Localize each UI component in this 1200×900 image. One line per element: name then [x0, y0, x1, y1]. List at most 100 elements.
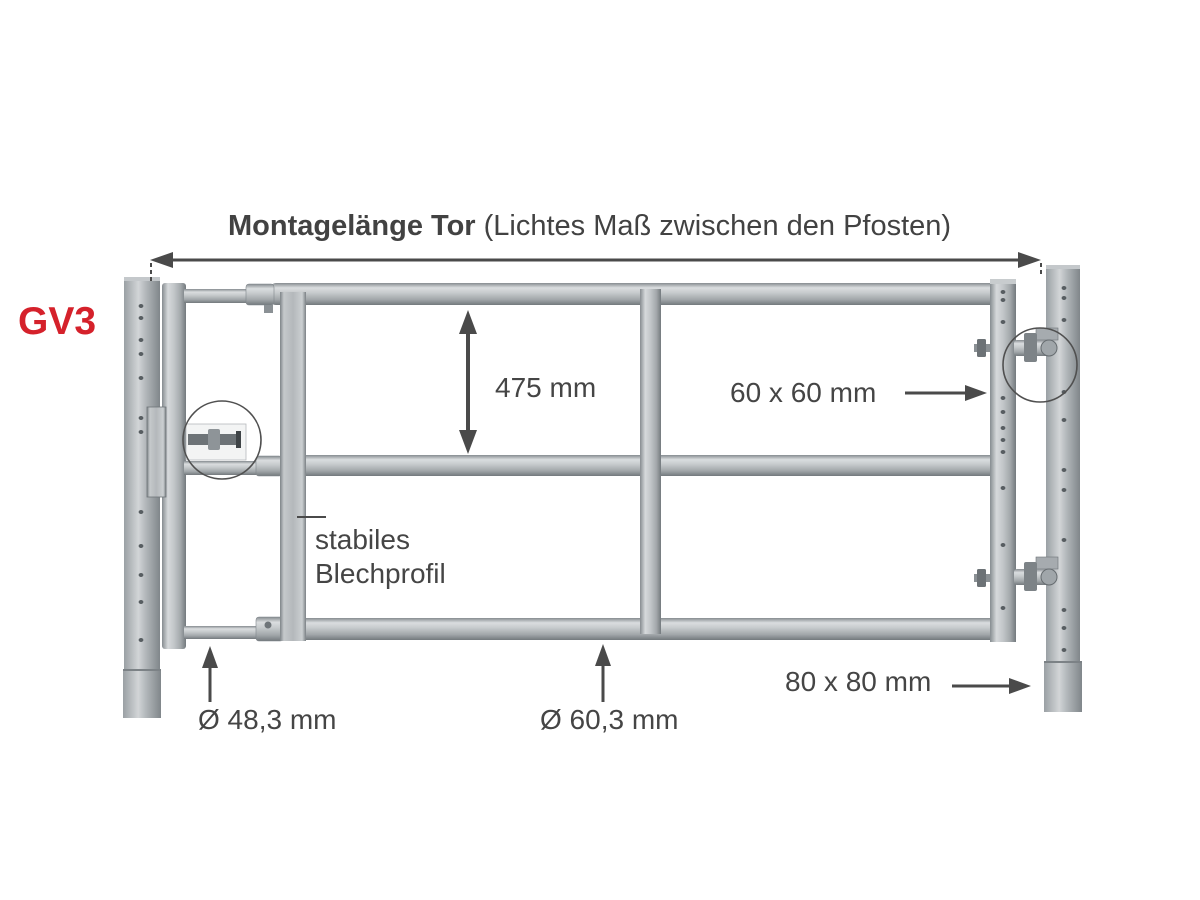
middle-rail-collar	[255, 455, 283, 477]
sheet-profile-label-line2: Blechprofil	[315, 558, 446, 589]
hinge-pin-end	[236, 431, 241, 448]
mounting-length-arrow	[150, 252, 1042, 283]
hinge-nut	[1024, 333, 1037, 362]
sheet-profile-label-line1: stabiles	[315, 524, 410, 555]
right-post-lower	[1044, 662, 1082, 712]
rail-spacing-label: 475 mm	[495, 372, 597, 403]
rail-tube-label: Ø 60,3 mm	[540, 704, 679, 735]
left-post-lower	[123, 670, 161, 718]
top-rail	[270, 283, 1006, 305]
left-post-hole	[138, 544, 144, 548]
bolt-nut	[977, 339, 986, 357]
middle-rail-slide-tube	[184, 461, 262, 475]
latch-stile-hole	[1000, 410, 1006, 414]
bottom-rail-bolt	[264, 621, 272, 629]
left-post-hole	[138, 573, 144, 577]
right-post-hole	[1061, 468, 1067, 472]
right-post-hole	[1061, 488, 1067, 492]
center-stile	[640, 289, 661, 634]
inner-stile-sheet-profile	[280, 292, 306, 641]
right-post-joint	[1044, 661, 1082, 663]
left-post-hole	[138, 304, 144, 308]
post-profile-label: 80 x 80 mm	[785, 666, 932, 697]
hinge-bracket	[1035, 556, 1059, 570]
latch-stile-hole	[1000, 438, 1006, 442]
latch-stile-hole	[1000, 298, 1006, 302]
latch-stile-cap	[990, 279, 1016, 284]
stile-profile-label: 60 x 60 mm	[730, 377, 877, 408]
left-post-hole	[138, 430, 144, 434]
middle-rail	[278, 455, 998, 476]
hinge-lower	[1014, 556, 1059, 591]
hinge-nut	[1024, 562, 1037, 591]
title-bold: Montagelänge Tor	[228, 210, 476, 242]
arrowhead-right	[1018, 252, 1041, 268]
rail-tube-arrow	[595, 644, 611, 702]
arrowhead	[965, 385, 987, 401]
latch-stile-hole	[1000, 486, 1006, 490]
title-note: (Lichtes Maß zwischen den Pfosten)	[483, 210, 952, 242]
left-post-hole	[138, 416, 144, 420]
top-rail-slide-tube	[184, 289, 250, 303]
arrowhead	[202, 646, 218, 668]
arrowhead-top	[459, 310, 477, 334]
latch-stile-hole	[1000, 606, 1006, 610]
latch-stile-hole	[1000, 320, 1006, 324]
hinge-knuckle	[1040, 339, 1058, 357]
left-post-hole	[138, 600, 144, 604]
latch-stile-hole	[1000, 396, 1006, 400]
arrowhead	[595, 644, 611, 666]
right-post-hole	[1061, 318, 1067, 322]
post-profile-arrow	[952, 678, 1031, 694]
latch-stile	[990, 280, 1016, 642]
hinge-knuckle	[1040, 568, 1058, 586]
right-post-hole	[1061, 538, 1067, 542]
right-post-hole	[1061, 626, 1067, 630]
stile-bolt-lower	[974, 569, 990, 587]
rail-spacing-arrow	[459, 310, 477, 454]
right-post-upper	[1046, 266, 1080, 662]
left-hinge-plate	[146, 406, 167, 498]
right-post-hole	[1061, 608, 1067, 612]
bottom-rail-collar	[255, 616, 284, 642]
diagram-title: Montagelänge Tor (Lichtes Maß zwischen d…	[228, 212, 951, 241]
hinge-bracket	[1035, 327, 1059, 341]
latch-stile-hole	[1000, 543, 1006, 547]
left-post-hole	[138, 338, 144, 342]
latch-stile-hole	[1000, 290, 1006, 294]
left-post-hole	[138, 376, 144, 380]
left-post-hole	[138, 638, 144, 642]
bolt-holes	[138, 286, 1067, 652]
top-rail-clip	[264, 305, 273, 313]
stile-profile-arrow	[905, 385, 987, 401]
left-post-hole	[138, 352, 144, 356]
left-post-joint	[123, 669, 161, 671]
left-post-hole	[138, 510, 144, 514]
stile-bolt-upper	[974, 339, 990, 357]
slide-tube-arrow	[202, 646, 218, 702]
right-post-hole	[1061, 296, 1067, 300]
bolt-nut	[977, 569, 986, 587]
latch-stile-hole	[1000, 450, 1006, 454]
right-post-hole	[1061, 286, 1067, 290]
hinge-pin-nut	[208, 429, 220, 450]
arrowhead-left	[150, 252, 173, 268]
left-telescopic-tube	[162, 283, 186, 649]
left-post-top-cap	[124, 277, 160, 281]
hinge-pin-detail	[182, 400, 262, 480]
model-label: GV3	[18, 300, 97, 343]
slide-tube-label: Ø 48,3 mm	[198, 704, 337, 735]
bottom-rail-slide-tube	[184, 626, 262, 639]
detail-circle-left	[182, 400, 262, 480]
detail-circle-right	[1002, 327, 1078, 403]
right-post-hole	[1061, 418, 1067, 422]
latch-stile-hole	[1000, 426, 1006, 430]
left-post-hole	[138, 316, 144, 320]
arrowhead	[1009, 678, 1031, 694]
right-post-top-cap	[1046, 265, 1080, 269]
right-post-hole	[1061, 648, 1067, 652]
gate-frame	[162, 279, 1016, 649]
left-post	[123, 277, 161, 718]
